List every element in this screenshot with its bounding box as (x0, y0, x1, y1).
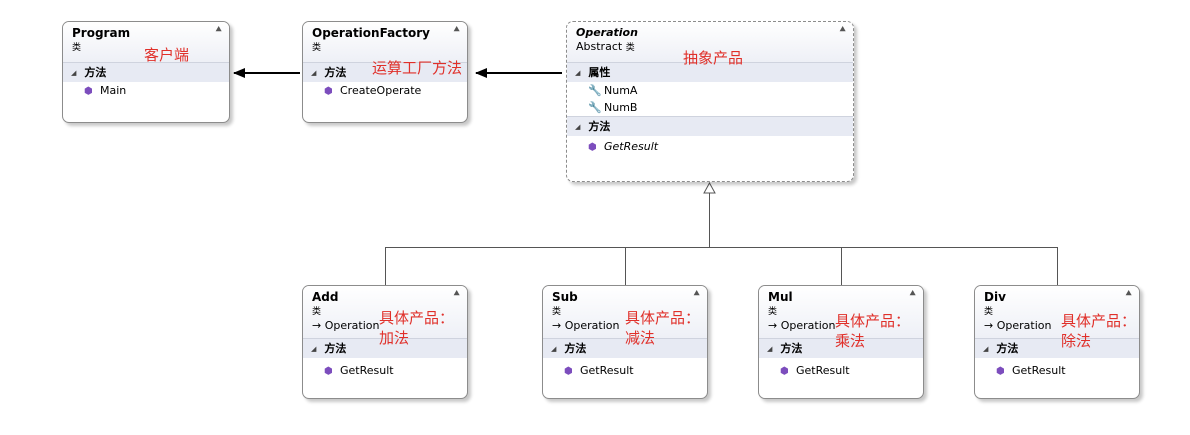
annotation-operation: 抽象产品 (683, 49, 744, 67)
class-add[interactable]: Add 类 → Operation ⯅ ◢方法 ⬢ GetResult (302, 285, 468, 399)
section-properties[interactable]: ◢属性 (567, 62, 853, 82)
static-method-icon: ⬢ (84, 86, 93, 97)
class-header: OperationFactory 类 ⯅ (303, 22, 467, 62)
class-name: Mul (768, 290, 793, 304)
annotation-div: 具体产品：除法 (1061, 312, 1137, 350)
method-cube-icon: ⬢ (996, 366, 1005, 377)
class-sub[interactable]: Sub 类 → Operation ⯅ ◢方法 ⬢ GetResult (542, 285, 708, 399)
class-header: Sub 类 → Operation ⯅ (543, 286, 707, 338)
double-chevron-up-icon[interactable]: ⯅ (452, 23, 461, 36)
collapse-triangle-icon[interactable]: ◢ (575, 123, 581, 131)
member-name: CreateOperate (340, 84, 422, 97)
class-header: Program 类 ⯅ (63, 22, 229, 62)
member-name: GetResult (796, 364, 850, 377)
inheritance-triangle (703, 181, 716, 194)
class-name: Operation (576, 26, 638, 39)
member-row[interactable]: ⬢ Main (63, 82, 229, 99)
section-methods[interactable]: ◢方法 (975, 338, 1139, 358)
collapse-triangle-icon[interactable]: ◢ (575, 69, 581, 77)
annotation-add: 具体产品：加法 (379, 309, 455, 347)
collapse-triangle-icon[interactable]: ◢ (551, 345, 557, 353)
wrench-icon: 🔧 (588, 84, 602, 97)
stereotype-label: Abstract (576, 40, 623, 53)
double-chevron-up-icon[interactable]: ⯅ (838, 23, 847, 36)
wrench-icon: 🔧 (588, 101, 602, 114)
base-class: → Operation (984, 319, 1052, 332)
class-name: Div (984, 290, 1006, 304)
member-row[interactable]: ⬢ GetResult (303, 362, 467, 379)
member-row[interactable]: ⬢ GetResult (543, 362, 707, 379)
class-div[interactable]: Div 类 → Operation ⯅ ◢方法 ⬢ GetResult (974, 285, 1140, 399)
annotation-factory: 运算工厂方法 (372, 59, 463, 77)
class-type-icon: 类 (312, 43, 322, 53)
double-chevron-up-icon[interactable]: ⯅ (452, 287, 461, 300)
double-chevron-up-icon[interactable]: ⯅ (692, 287, 701, 300)
double-chevron-up-icon[interactable]: ⯅ (214, 23, 223, 36)
member-name: GetResult (604, 140, 659, 153)
arrow-right-icon: → (312, 319, 322, 332)
annotation-mul: 具体产品：乘法 (835, 312, 911, 350)
member-row[interactable]: ⬢ GetResult (567, 138, 853, 155)
section-methods[interactable]: ◢方法 (759, 338, 923, 358)
class-type-icon: 类 (625, 43, 635, 53)
member-row[interactable]: ⬢ GetResult (759, 362, 923, 379)
section-methods[interactable]: ◢方法 (303, 62, 467, 82)
member-row[interactable]: ⬢ GetResult (975, 362, 1139, 379)
collapse-triangle-icon[interactable]: ◢ (71, 69, 77, 77)
arrow-right-icon: → (984, 319, 994, 332)
member-name: NumA (604, 84, 638, 97)
class-name: OperationFactory (312, 26, 431, 40)
class-type-icon: 类 (984, 307, 994, 317)
collapse-triangle-icon[interactable]: ◢ (311, 69, 317, 77)
arrow-right-icon: → (552, 319, 562, 332)
class-type-icon: 类 (768, 307, 778, 317)
class-program[interactable]: Program 类 ⯅ ◢方法 ⬢ Main (62, 21, 230, 123)
method-cube-icon: ⬢ (588, 142, 597, 153)
collapse-triangle-icon[interactable]: ◢ (311, 345, 317, 353)
annotation-sub: 具体产品：减法 (625, 309, 701, 347)
class-operation-factory[interactable]: OperationFactory 类 ⯅ ◢方法 ⬢ CreateOperate (302, 21, 468, 123)
section-methods[interactable]: ◢方法 (303, 338, 467, 358)
class-header: Operation Abstract 类 ⯅ (567, 22, 853, 62)
base-class: → Operation (768, 319, 836, 332)
member-name: Main (100, 84, 127, 97)
double-chevron-up-icon[interactable]: ⯅ (908, 287, 917, 300)
member-name: GetResult (340, 364, 394, 377)
annotation-program: 客户端 (144, 46, 190, 64)
class-mul[interactable]: Mul 类 → Operation ⯅ ◢方法 ⬢ GetResult (758, 285, 924, 399)
collapse-triangle-icon[interactable]: ◢ (983, 345, 989, 353)
member-row[interactable]: 🔧NumA (567, 82, 853, 99)
class-header: Div 类 → Operation ⯅ (975, 286, 1139, 338)
double-chevron-up-icon[interactable]: ⯅ (1124, 287, 1133, 300)
inheritance-connector (385, 193, 1058, 285)
class-operation[interactable]: Operation Abstract 类 ⯅ ◢属性 🔧NumA 🔧NumB ◢… (566, 21, 854, 182)
member-name: NumB (604, 101, 638, 114)
method-cube-icon: ⬢ (564, 366, 573, 377)
member-name: GetResult (580, 364, 634, 377)
method-cube-icon: ⬢ (780, 366, 789, 377)
section-methods[interactable]: ◢方法 (543, 338, 707, 358)
class-name: Sub (552, 290, 578, 304)
member-name: GetResult (1012, 364, 1066, 377)
section-methods[interactable]: ◢方法 (567, 116, 853, 136)
class-header: Mul 类 → Operation ⯅ (759, 286, 923, 338)
section-methods[interactable]: ◢方法 (63, 62, 229, 82)
base-class: → Operation (552, 319, 620, 332)
class-name: Add (312, 290, 339, 304)
class-header: Add 类 → Operation ⯅ (303, 286, 467, 338)
base-class: → Operation (312, 319, 380, 332)
member-row[interactable]: 🔧NumB (567, 99, 853, 116)
method-cube-icon: ⬢ (324, 86, 333, 97)
class-type-icon: 类 (552, 307, 562, 317)
class-type-icon: 类 (72, 43, 82, 53)
member-row[interactable]: ⬢ CreateOperate (303, 82, 467, 99)
class-name: Program (72, 26, 131, 40)
class-type-icon: 类 (312, 307, 322, 317)
arrow-right-icon: → (768, 319, 778, 332)
method-cube-icon: ⬢ (324, 366, 333, 377)
collapse-triangle-icon[interactable]: ◢ (767, 345, 773, 353)
